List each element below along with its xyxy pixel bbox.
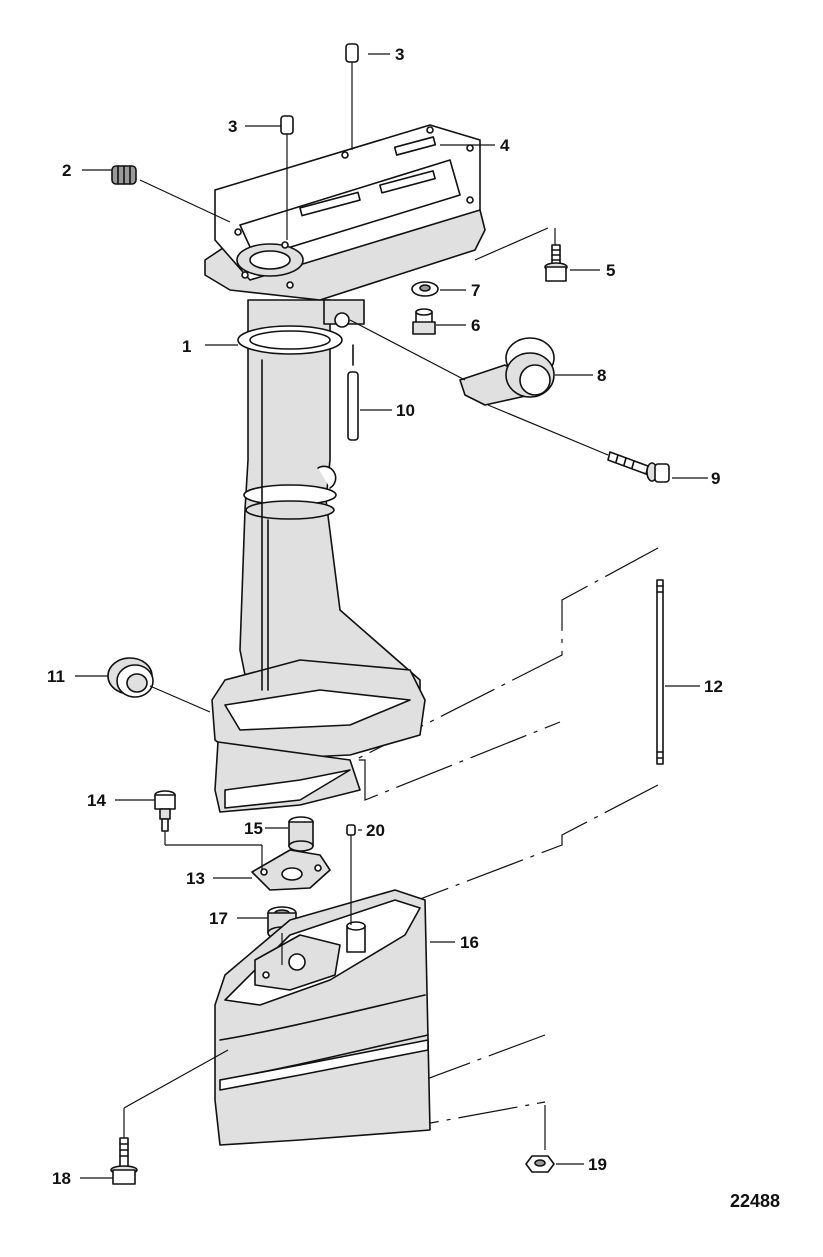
callout-6: 6 (471, 316, 480, 335)
callout-17: 17 (209, 909, 228, 928)
bolt-9 (607, 451, 670, 483)
screw-14 (154, 790, 176, 832)
callout-18: 18 (52, 1169, 71, 1188)
callout-13: 13 (186, 869, 205, 888)
nut-19 (525, 1155, 555, 1173)
nut-6 (412, 308, 436, 335)
leader-lines (75, 53, 708, 1179)
bushing-15 (288, 816, 314, 852)
callout-20: 20 (366, 821, 385, 840)
dowel-pin-upper (345, 43, 359, 63)
extension-housing-16 (214, 889, 431, 1146)
callout-14: 14 (87, 791, 106, 810)
driveshaft-housing (211, 299, 426, 813)
callout-19: 19 (588, 1155, 607, 1174)
callout-10: 10 (396, 401, 415, 420)
clamp-8 (459, 337, 555, 406)
callout-8: 8 (597, 366, 606, 385)
callout-1: 1 (182, 337, 191, 356)
callout-3-lower: 3 (228, 117, 237, 136)
callout-12: 12 (704, 677, 723, 696)
callout-2: 2 (62, 161, 71, 180)
pin-10 (347, 344, 359, 441)
screw-18 (110, 1137, 138, 1185)
callout-16: 16 (460, 933, 479, 952)
drawing-number: 22488 (730, 1191, 780, 1211)
washer-7 (411, 281, 439, 297)
plate-13 (251, 849, 331, 891)
callout-11: 11 (47, 667, 65, 686)
callout-15: 15 (244, 819, 263, 838)
callout-3-upper: 3 (395, 45, 404, 64)
dowel-pin-lower (280, 115, 294, 135)
screw-5 (544, 244, 568, 282)
callout-7: 7 (471, 281, 480, 300)
callouts: 1 2 3 3 4 5 6 7 8 9 10 11 12 13 14 15 16… (47, 45, 723, 1188)
callout-5: 5 (606, 261, 615, 280)
adapter-plate-gasket (204, 124, 486, 328)
callout-4: 4 (500, 136, 510, 155)
callout-9: 9 (711, 469, 720, 488)
seal-11 (107, 657, 154, 698)
stud-12 (656, 579, 664, 765)
pin-20 (346, 824, 356, 836)
plug (111, 165, 137, 185)
